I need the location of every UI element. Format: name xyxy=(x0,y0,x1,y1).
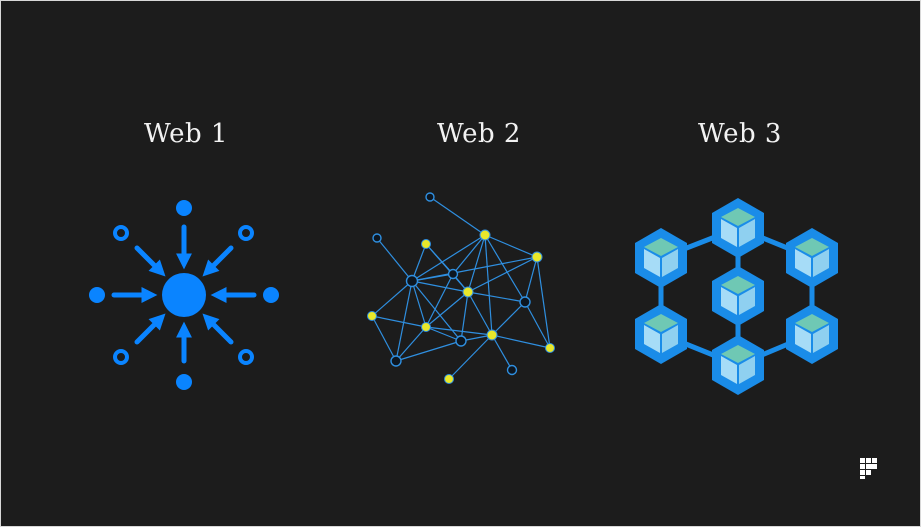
hub-node xyxy=(162,273,206,317)
social-network-graph-icon xyxy=(367,192,555,384)
cube-left-bottom xyxy=(635,304,687,364)
blockchain-cubes-icon xyxy=(635,198,838,395)
panel-title-web2: Web 2 xyxy=(437,119,521,149)
cube-top xyxy=(712,198,764,258)
cube-right-top xyxy=(786,228,838,288)
cube-center xyxy=(712,266,764,326)
cube-right-bottom xyxy=(786,304,838,364)
panel-title-web1: Web 1 xyxy=(144,119,228,149)
panel-web3: Web 3 xyxy=(605,1,875,526)
panel-title-web3: Web 3 xyxy=(698,119,782,149)
brand-logo-icon xyxy=(860,458,877,479)
cube-left-top xyxy=(635,228,687,288)
cube-bottom xyxy=(712,335,764,395)
panel-web2: Web 2 xyxy=(344,1,614,526)
panel-web1: Web 1 xyxy=(51,1,321,526)
centralized-network-icon xyxy=(89,200,279,390)
